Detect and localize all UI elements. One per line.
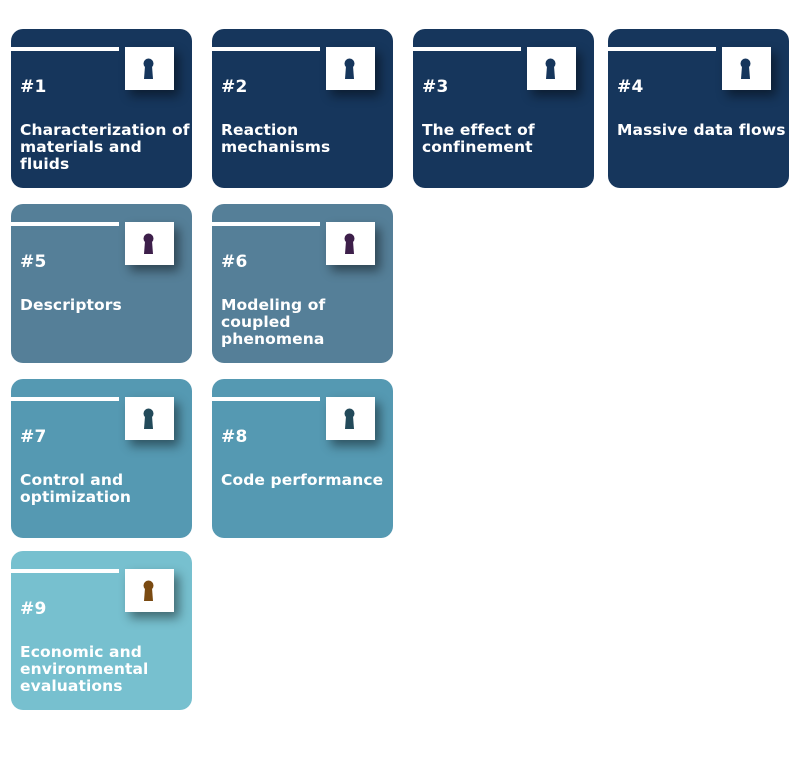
card-number: #9 bbox=[20, 599, 47, 619]
card-accent-bar bbox=[11, 569, 119, 573]
lock-box bbox=[326, 397, 375, 440]
card-number: #1 bbox=[20, 77, 47, 97]
card-accent-bar bbox=[11, 397, 119, 401]
card-title: The effect of confinement bbox=[422, 121, 535, 156]
lock-box bbox=[125, 569, 174, 612]
card-accent-bar bbox=[212, 397, 320, 401]
card-6[interactable]: #6 Modeling of coupled phenomena bbox=[212, 204, 393, 363]
card-accent-bar bbox=[413, 47, 521, 51]
card-5[interactable]: #5 Descriptors bbox=[11, 204, 192, 363]
card-4[interactable]: #4 Massive data flows bbox=[608, 29, 789, 188]
card-title: Control and optimization bbox=[20, 471, 132, 506]
lock-box bbox=[125, 397, 174, 440]
card-title: Characterization of materials and fluids bbox=[20, 121, 190, 173]
keyhole-icon bbox=[143, 233, 154, 254]
card-title: Descriptors bbox=[20, 296, 122, 314]
card-accent-bar bbox=[608, 47, 716, 51]
card-accent-bar bbox=[212, 222, 320, 226]
lock-box bbox=[125, 222, 174, 265]
card-title: Code performance bbox=[221, 471, 384, 489]
keyhole-icon bbox=[344, 233, 355, 254]
keyhole-icon bbox=[143, 580, 154, 601]
card-3[interactable]: #3 The effect of confinement bbox=[413, 29, 594, 188]
card-8[interactable]: #8 Code performance bbox=[212, 379, 393, 538]
card-number: #7 bbox=[20, 427, 47, 447]
card-accent-bar bbox=[11, 47, 119, 51]
keyhole-icon bbox=[740, 58, 751, 79]
card-number: #6 bbox=[221, 252, 248, 272]
keyhole-icon bbox=[143, 58, 154, 79]
lock-box bbox=[326, 47, 375, 90]
lock-box bbox=[125, 47, 174, 90]
card-title: Massive data flows bbox=[617, 121, 786, 139]
keyhole-icon bbox=[344, 408, 355, 429]
card-title: Reaction mechanisms bbox=[221, 121, 331, 156]
keyhole-icon bbox=[143, 408, 154, 429]
card-title: Economic and environmental evaluations bbox=[20, 643, 149, 695]
keyhole-icon bbox=[344, 58, 355, 79]
card-accent-bar bbox=[11, 222, 119, 226]
card-number: #5 bbox=[20, 252, 47, 272]
card-2[interactable]: #2 Reaction mechanisms bbox=[212, 29, 393, 188]
card-accent-bar bbox=[212, 47, 320, 51]
lock-box bbox=[527, 47, 576, 90]
lock-box bbox=[722, 47, 771, 90]
card-title: Modeling of coupled phenomena bbox=[221, 296, 326, 348]
card-number: #8 bbox=[221, 427, 248, 447]
card-9[interactable]: #9 Economic and environmental evaluation… bbox=[11, 551, 192, 710]
card-1[interactable]: #1 Characterization of materials and flu… bbox=[11, 29, 192, 188]
card-number: #3 bbox=[422, 77, 449, 97]
keyhole-icon bbox=[545, 58, 556, 79]
card-7[interactable]: #7 Control and optimization bbox=[11, 379, 192, 538]
card-number: #2 bbox=[221, 77, 248, 97]
lock-box bbox=[326, 222, 375, 265]
card-number: #4 bbox=[617, 77, 644, 97]
